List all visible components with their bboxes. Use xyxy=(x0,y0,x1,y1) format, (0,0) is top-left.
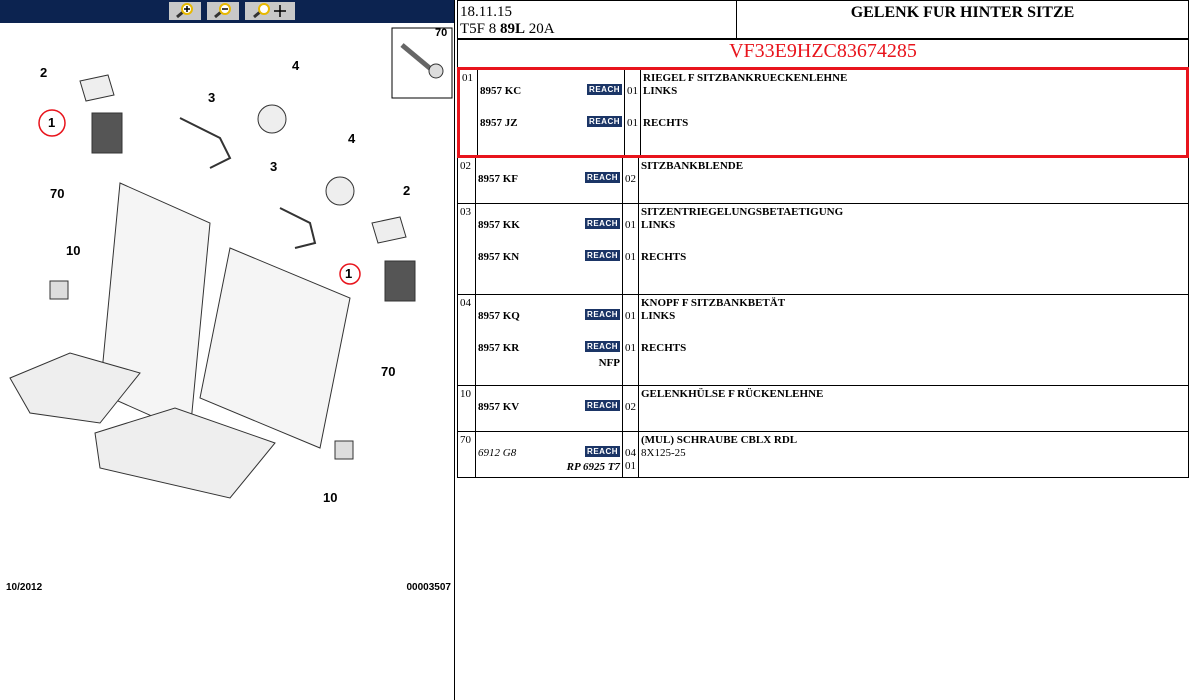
group-number: 03 xyxy=(458,204,476,294)
diagram-ref: 00003507 xyxy=(406,582,452,593)
description: RIEGEL F SITZBANKRUECKENLEHNE xyxy=(643,72,848,84)
reach-badge[interactable]: REACH xyxy=(585,218,620,229)
reach-badge[interactable]: REACH xyxy=(585,309,620,320)
quantity: 01 xyxy=(627,117,638,129)
group-number: 04 xyxy=(458,295,476,385)
diagram-panel: 1 2 3 4 70 3 4 2 1 70 10 10 70 10/2012 0… xyxy=(0,0,455,700)
callout-4: 4 xyxy=(348,131,356,146)
page-title: GELENK FUR HINTER SITZE xyxy=(850,4,1075,21)
callout-1: 1 xyxy=(48,115,56,130)
quantity: 01 xyxy=(625,219,636,231)
reach-badge[interactable]: REACH xyxy=(587,84,622,95)
diagram-date: 10/2012 xyxy=(6,582,43,593)
quantity: 01 xyxy=(625,251,636,263)
reach-badge[interactable]: REACH xyxy=(585,341,620,352)
reach-badge[interactable]: REACH xyxy=(587,116,622,127)
callout-70: 70 xyxy=(381,364,396,379)
quantity: 02 xyxy=(625,173,636,185)
reach-badge[interactable]: REACH xyxy=(585,172,620,183)
callout-70: 70 xyxy=(50,186,65,201)
callout-4: 4 xyxy=(292,58,300,73)
zoom-in-button[interactable] xyxy=(169,2,201,20)
part-number[interactable]: 6912 G8 xyxy=(478,447,517,459)
description: GELENKHÜLSE F RÜCKENLEHNE xyxy=(641,388,824,400)
description: (MUL) SCHRAUBE CBLX RDL xyxy=(641,434,798,446)
table-row-10[interactable]: 10 8957 KV REACH 02 GELENKHÜLSE F RÜCKENL… xyxy=(457,386,1189,432)
zoom-pan-icon xyxy=(253,3,286,19)
callout-70: 70 xyxy=(435,27,448,39)
callout-10: 10 xyxy=(323,490,338,505)
quantity: 02 xyxy=(625,401,636,413)
table-row-03[interactable]: 03 8957 KK REACH 8957 KN REACH 01 01 SITZEN… xyxy=(457,204,1189,295)
header-date: 18.11.15 xyxy=(460,4,512,20)
group-number: 70 xyxy=(458,432,476,477)
replacement-part-number[interactable]: RP 6925 T7 xyxy=(566,461,620,473)
zoom-pan-button[interactable] xyxy=(245,2,295,20)
table-row-02[interactable]: 02 8957 KF REACH 02 SITZBANKBLENDE xyxy=(457,158,1189,204)
exploded-diagram: 1 2 3 4 70 3 4 2 1 70 10 10 70 10/2012 0… xyxy=(0,23,455,593)
group-number: 10 xyxy=(458,386,476,431)
part-number[interactable]: 8957 KR xyxy=(478,342,520,354)
zoom-out-button[interactable] xyxy=(207,2,239,20)
variant: LINKS xyxy=(641,310,676,322)
callout-3: 3 xyxy=(208,90,216,105)
description: SITZENTRIEGELUNGSBETAETIGUNG xyxy=(641,206,844,218)
part-number[interactable]: 8957 JZ xyxy=(480,117,518,129)
part-number[interactable]: 8957 KK xyxy=(478,219,520,231)
zoom-in-icon xyxy=(176,3,193,19)
part-number[interactable]: 8957 KQ xyxy=(478,310,520,322)
callout-3: 3 xyxy=(270,159,278,174)
callout-2: 2 xyxy=(40,65,48,80)
part-number[interactable]: 8957 KN xyxy=(478,251,520,263)
part-number[interactable]: 8957 KF xyxy=(478,173,519,185)
variant: LINKS xyxy=(641,219,676,231)
group-number: 01 xyxy=(460,70,478,155)
variant: RECHTS xyxy=(641,342,687,354)
table-row-04[interactable]: 04 8957 KQ REACH 8957 KR REACH NFP 01 01 KN… xyxy=(457,295,1189,386)
variant: RECHTS xyxy=(641,251,687,263)
reach-badge[interactable]: REACH xyxy=(585,250,620,261)
part-number[interactable]: 8957 KV xyxy=(478,401,520,413)
nfp-note: NFP xyxy=(598,357,620,369)
callout-10: 10 xyxy=(66,243,81,258)
description: SITZBANKBLENDE xyxy=(641,160,744,172)
table-row-01[interactable]: 01 8957 KC REACH 8957 JZ REACH 01 01 RIEGEL… xyxy=(457,67,1189,158)
reach-badge[interactable]: REACH xyxy=(585,400,620,411)
callout-2: 2 xyxy=(403,183,411,198)
zoom-out-icon xyxy=(214,3,231,19)
quantity: 01 xyxy=(625,460,636,472)
quantity: 04 xyxy=(625,447,636,459)
callout-1: 1 xyxy=(345,266,353,281)
header-code: T5F 8 89L 20A xyxy=(460,21,555,37)
description: KNOPF F SITZBANKBETÄT xyxy=(641,297,786,309)
group-number: 02 xyxy=(458,158,476,203)
variant: RECHTS xyxy=(643,117,689,129)
seat-drawing xyxy=(9,27,453,499)
part-number[interactable]: 8957 KC xyxy=(480,85,522,97)
quantity: 01 xyxy=(625,310,636,322)
quantity: 01 xyxy=(625,342,636,354)
variant: LINKS xyxy=(643,85,678,97)
dimension: 8X125-25 xyxy=(641,447,686,459)
zoom-toolbar xyxy=(0,0,454,23)
reach-badge[interactable]: REACH xyxy=(585,446,620,457)
vin-number: VF33E9HZC83674285 xyxy=(457,40,1189,67)
quantity: 01 xyxy=(627,85,638,97)
